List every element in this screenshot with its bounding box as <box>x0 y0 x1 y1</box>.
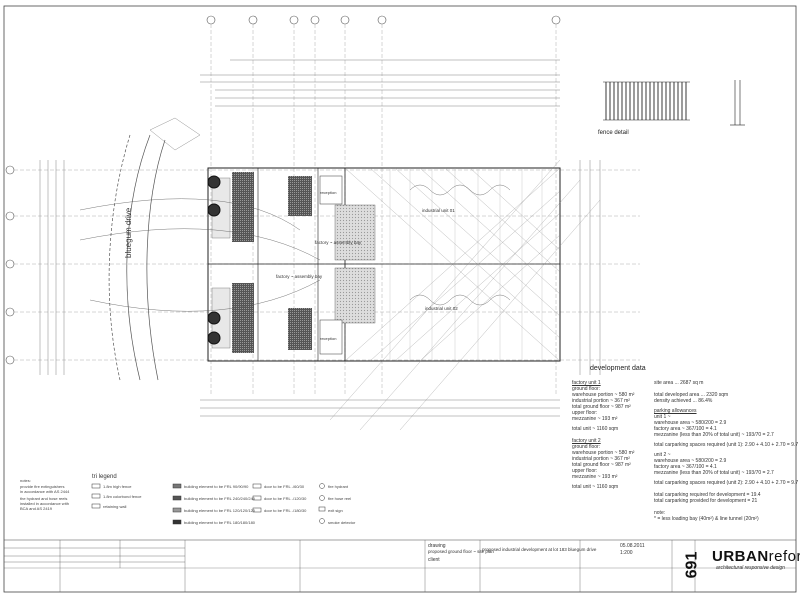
note-line: * = less loading bay (40m²) & line tunne… <box>654 516 759 522</box>
u2-l2: factory area ~ 367/100 = 4.1 <box>654 464 717 470</box>
legend-c4-3: smoke detector <box>328 520 356 525</box>
fu2-title: factory unit 2 <box>572 438 601 444</box>
road-label: bluegum drive <box>124 207 133 258</box>
legend-c2-1: building element to be FRL 240/240/240 <box>184 496 256 501</box>
parking-title: parking allowances <box>654 408 697 414</box>
u1-l0: unit 1 ~ <box>654 414 671 420</box>
mezzanine-areas <box>211 177 376 349</box>
u1-l3: mezzanine (less than 20% of total unit) … <box>654 432 774 438</box>
fu1-l5: mezzanine ~ 193 m² <box>572 416 618 422</box>
legend-c1-2: retaining wall <box>103 504 127 509</box>
fu2-l3: total ground floor ~ 987 m² <box>572 462 631 468</box>
brand-part-b: reform <box>768 548 800 565</box>
legend-c3-2: door to be FRL -/180/30 <box>264 508 307 513</box>
sheet-number: 691 <box>683 551 701 579</box>
grid-bubbles-left <box>5 165 15 365</box>
fu1-l0: ground floor: <box>572 386 601 392</box>
road <box>108 134 166 381</box>
u2-l3: mezzanine (less than 20% of total unit) … <box>654 470 774 476</box>
notes-0: notes: <box>20 478 31 483</box>
reception-label-1: reception <box>320 190 337 195</box>
building-outline <box>207 167 561 362</box>
u2-total: total carparking spaces required (unit 2… <box>654 480 799 486</box>
client-label: client <box>428 557 440 563</box>
drawing-label: drawing <box>428 543 446 549</box>
trees <box>207 175 221 345</box>
project-label: proposed industrial development at lot 1… <box>482 547 597 552</box>
site-area: site area ... 2687 sq m <box>654 380 704 386</box>
fu1-l3: total ground floor ~ 987 m² <box>572 404 631 410</box>
density: density achieved ... 86.4% <box>654 398 713 404</box>
total-provided: total carparking provided for developmen… <box>654 498 758 504</box>
fu1-l4: upper floor: <box>572 410 598 416</box>
notes-5: BCA and AS 2419 <box>20 506 53 511</box>
note-title: note: <box>654 510 666 516</box>
scale-value: 1:200 <box>620 550 633 556</box>
fu2-l5: mezzanine ~ 193 m² <box>572 474 618 480</box>
fu1-l1: warehouse portion ~ 580 m² <box>572 392 635 398</box>
notes-3: the hydrant and hose reels <box>20 496 68 501</box>
u1-l2: factory area ~ 367/100 = 4.1 <box>654 426 717 432</box>
u2-l0: unit 2 ~ <box>654 452 671 458</box>
legend-c2-3: building element to be FRL 180/180/180 <box>184 520 256 525</box>
fu1-l2: industrial portion ~ 367 m² <box>572 398 630 404</box>
industrial-label-1: industrial unit 01 <box>422 208 455 213</box>
total-required: total carparking required for developmen… <box>654 492 761 498</box>
fu2-l0: ground floor: <box>572 444 601 450</box>
legend-title: tri legend <box>92 474 117 480</box>
grid-bubbles-top <box>206 15 561 25</box>
brand-part-a: URBAN <box>712 548 769 565</box>
brand-logo: URBANreform <box>712 548 800 565</box>
fu2-l4: upper floor: <box>572 468 598 474</box>
legend-c4-0: fire hydrant <box>328 484 349 489</box>
date-value: 05.08.2011 <box>620 543 645 549</box>
legend-c4-2: exit sign <box>328 508 343 513</box>
legend-c4-1: fire hose reel <box>328 496 352 501</box>
legend-c3-0: door to be FRL -/60/30 <box>264 484 305 489</box>
factory-label-2: factory ~ assembly bay <box>276 274 323 279</box>
parking-bays <box>232 172 312 353</box>
dev-data-title: development data <box>590 365 646 372</box>
total-developed: total developed area ... 2320 sqm <box>654 392 729 398</box>
reception-label-2: reception <box>320 336 337 341</box>
industrial-label-2: industrial unit 02 <box>425 306 458 311</box>
brand-tagline: architectural responsive design <box>716 565 785 571</box>
legend-c2-0: building element to be FRL 90/90/90 <box>184 484 249 489</box>
fu2-total: total unit ~ 1160 sqm <box>572 484 619 490</box>
fu1-title: factory unit 1 <box>572 380 601 386</box>
notes-2: in accordance with AS 2444 <box>20 489 70 494</box>
notes-4: installed in accordance with <box>20 501 69 506</box>
u1-l1: warehouse area ~ 580/200 = 2.9 <box>654 420 727 426</box>
fence-detail <box>603 80 745 126</box>
u1-total: total carparking spaces required (unit 1… <box>654 442 799 448</box>
notes-1: provide fire extinguishers <box>20 484 65 489</box>
legend-c1-1: 1.8m colorbond fence <box>103 494 142 499</box>
fu2-l2: industrial portion ~ 367 m² <box>572 456 630 462</box>
fu1-total: total unit ~ 1160 sqm <box>572 426 619 432</box>
fence-detail-title: fence detail <box>598 130 629 136</box>
factory-label-1: factory ~ assembly bay <box>315 240 362 245</box>
legend-symbols <box>91 483 326 525</box>
legend-c1-0: 1.8m high fence <box>103 484 132 489</box>
legend-c2-2: building element to be FRL 120/120/120 <box>184 508 256 513</box>
u2-l1: warehouse area ~ 580/200 = 2.9 <box>654 458 727 464</box>
drawing-value: proposed ground floor ~ site plan <box>428 549 494 554</box>
legend-c3-1: door to be FRL -/120/30 <box>264 496 307 501</box>
fu2-l1: warehouse portion ~ 580 m² <box>572 450 635 456</box>
